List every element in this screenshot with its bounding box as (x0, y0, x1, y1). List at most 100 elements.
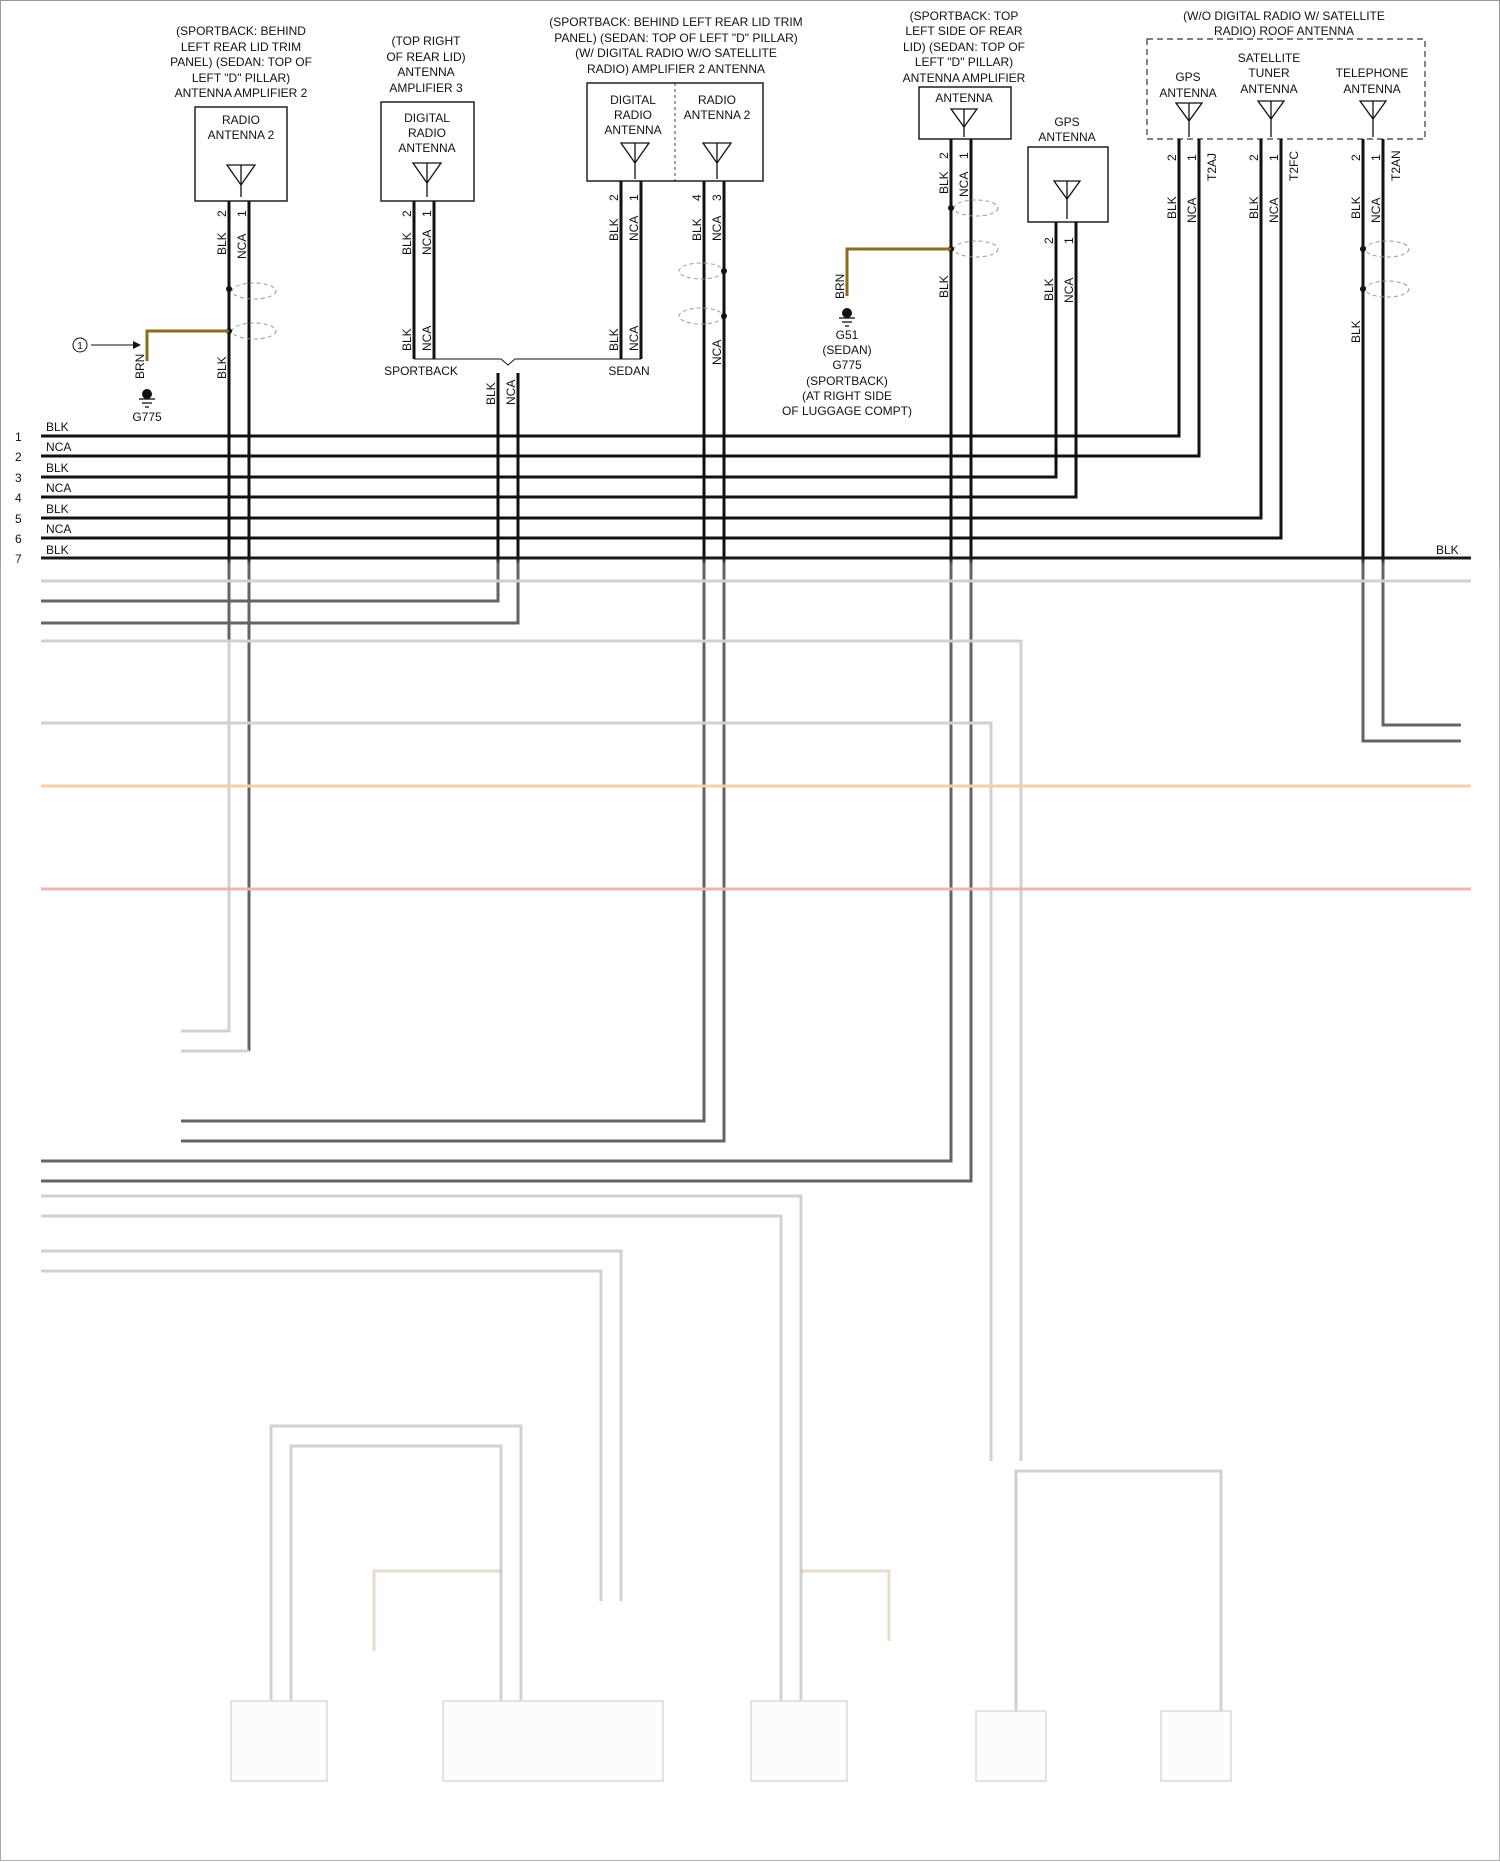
label-nca: NCA (1369, 198, 1383, 223)
pin-2: 2 (1247, 154, 1261, 161)
splice-sportback: SPORTBACK (384, 364, 458, 378)
pin-2: 2 (1165, 154, 1179, 161)
pin-2: 2 (400, 210, 414, 217)
row-color: NCA (46, 522, 71, 536)
row-color: NCA (46, 440, 71, 454)
antenna-icon (1360, 101, 1386, 137)
label-blk: BLK (484, 382, 498, 405)
wires-c4 (41, 139, 998, 1181)
label-nca: NCA (627, 326, 641, 351)
c6-sub-b-1: SATELLITE (1238, 51, 1300, 65)
g51-line-1: G51 (836, 328, 859, 342)
c1-title-3: PANEL) (SEDAN: TOP OF (170, 55, 312, 69)
c6-title-1: (W/O DIGITAL RADIO W/ SATELLITE (1183, 9, 1385, 23)
wires-c2-c3 (41, 181, 727, 1141)
c1-title-1: (SPORTBACK: BEHIND (176, 24, 306, 38)
row-number: 4 (15, 491, 22, 505)
pin-2: 2 (215, 210, 229, 217)
c4-title-2: LEFT SIDE OF REAR (905, 24, 1022, 38)
c6-sub-a-2: ANTENNA (1159, 86, 1216, 100)
pin-1: 1 (627, 194, 641, 201)
ground-g775-left: G775 (132, 389, 162, 424)
c2-box-2: RADIO (408, 126, 446, 140)
c6-sub-c-2: ANTENNA (1343, 82, 1400, 96)
row-color: BLK (46, 461, 69, 475)
callout-1: 1 (73, 338, 141, 352)
component-antenna-amplifier-2: (SPORTBACK: BEHIND LEFT REAR LID TRIM PA… (170, 24, 312, 201)
g51-line-5: (AT RIGHT SIDE (802, 389, 892, 403)
c6-title-2: RADIO) ROOF ANTENNA (1214, 24, 1354, 38)
label-blk: BLK (937, 171, 951, 194)
c2-box-3: ANTENNA (398, 141, 455, 155)
g51-line-4: (SPORTBACK) (806, 374, 888, 388)
row-labels: 1 BLK 2 NCA 3 BLK 4 NCA 5 BLK 6 NCA 7 BL… (15, 420, 1459, 566)
c4-title-4: LEFT "D" PILLAR) (915, 55, 1013, 69)
pin-2: 2 (607, 194, 621, 201)
row-number: 7 (15, 552, 22, 566)
c2-title-4: AMPLIFIER 3 (389, 81, 463, 95)
pin-1: 1 (1369, 154, 1383, 161)
label-blk: BLK (215, 232, 229, 255)
row-color: NCA (46, 481, 71, 495)
pin-3: 3 (710, 194, 724, 201)
component-antenna-amplifier: (SPORTBACK: TOP LEFT SIDE OF REAR LID) (… (903, 9, 1026, 139)
pin-1: 1 (420, 210, 434, 217)
component-roof-antenna: (W/O DIGITAL RADIO W/ SATELLITE RADIO) R… (1147, 9, 1425, 139)
g51-line-2: (SEDAN) (822, 343, 871, 357)
label-blk: BLK (215, 356, 229, 379)
pin-1: 1 (1267, 154, 1281, 161)
connector-t2an: T2AN (1389, 150, 1403, 181)
c6-sub-c-1: TELEPHONE (1336, 66, 1409, 80)
ground-label: G775 (132, 410, 162, 424)
label-brn: BRN (133, 354, 147, 379)
pin-2: 2 (937, 152, 951, 159)
row-number: 6 (15, 532, 22, 546)
pin-2: 2 (1042, 237, 1056, 244)
wires-c1 (147, 201, 276, 1051)
c3-title-1: (SPORTBACK: BEHIND LEFT REAR LID TRIM (549, 15, 802, 29)
c1-box-1: RADIO (222, 113, 260, 127)
wires-bus (41, 139, 1471, 741)
label-blk: BLK (1165, 196, 1179, 219)
label-nca: NCA (710, 216, 724, 241)
row-number: 2 (15, 450, 22, 464)
label-nca: NCA (1267, 198, 1281, 223)
c2-title-2: OF REAR LID) (386, 50, 465, 64)
g51-line-6: OF LUGGAGE COMPT) (782, 404, 912, 418)
label-nca: NCA (627, 216, 641, 241)
row-color: BLK (46, 420, 69, 434)
label-blk: BLK (1349, 196, 1363, 219)
connector-t2fc: T2FC (1287, 151, 1301, 181)
c4-box-1: ANTENNA (935, 91, 992, 105)
connector-t2aj: T2AJ (1205, 153, 1219, 181)
c5-title-2: ANTENNA (1038, 130, 1095, 144)
row-number: 5 (15, 512, 22, 526)
c2-title-1: (TOP RIGHT (392, 34, 462, 48)
row-number: 1 (15, 430, 22, 444)
c1-title-4: LEFT "D" PILLAR) (192, 71, 290, 85)
c4-title-5: ANTENNA AMPLIFIER (903, 71, 1026, 85)
c3-title-2: PANEL) (SEDAN: TOP OF LEFT "D" PILLAR) (554, 31, 797, 45)
row-color-right: BLK (1436, 543, 1459, 557)
label-blk: BLK (400, 232, 414, 255)
g51-line-3: G775 (832, 358, 862, 372)
c6-sub-b-2: TUNER (1248, 66, 1290, 80)
label-nca: NCA (504, 380, 518, 405)
label-nca: NCA (235, 234, 249, 259)
label-nca: NCA (420, 326, 434, 351)
label-nca: NCA (710, 340, 724, 365)
c2-title-3: ANTENNA (397, 65, 454, 79)
c3-title-3: (W/ DIGITAL RADIO W/O SATELLITE (575, 46, 777, 60)
c3-box-a-2: RADIO (614, 108, 652, 122)
pin-1: 1 (1185, 154, 1199, 161)
c1-title-2: LEFT REAR LID TRIM (181, 40, 301, 54)
c3-box-b-1: RADIO (698, 93, 736, 107)
label-nca: NCA (957, 172, 971, 197)
pin-1: 1 (235, 210, 249, 217)
pin-1: 1 (957, 152, 971, 159)
label-nca: NCA (420, 230, 434, 255)
component-antenna-amplifier-3: (TOP RIGHT OF REAR LID) ANTENNA AMPLIFIE… (381, 34, 474, 201)
label-blk: BLK (607, 218, 621, 241)
c1-title-5: ANTENNA AMPLIFIER 2 (175, 86, 308, 100)
